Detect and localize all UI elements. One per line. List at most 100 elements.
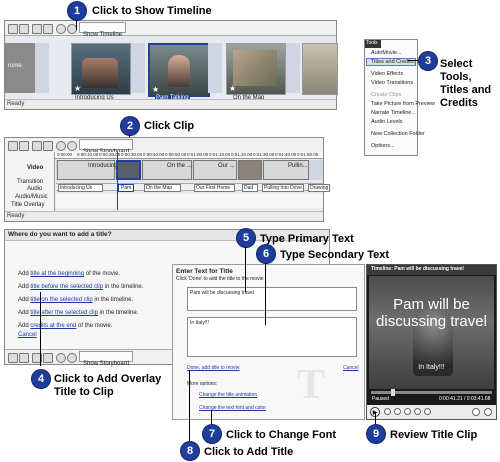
- preview-time: 0:00:41.21 / 0:03:41.68: [439, 396, 491, 402]
- preview-person: [413, 306, 453, 376]
- ruler-tick: 0:00:50.00: [165, 152, 187, 157]
- show-icon[interactable]: [8, 141, 18, 151]
- play-icon[interactable]: [67, 353, 77, 363]
- link-title-beginning[interactable]: title at the beginning: [30, 271, 85, 277]
- zoom-in-icon[interactable]: [32, 353, 42, 363]
- snapshot-icon[interactable]: [484, 408, 492, 416]
- zoom-out-icon[interactable]: [43, 353, 53, 363]
- status-bar: Ready: [5, 99, 336, 109]
- change-animation-link[interactable]: Change the title animation: [199, 392, 258, 398]
- ruler-tick: 0:01:50.00: [297, 152, 319, 157]
- preview-seek-bar[interactable]: [371, 389, 492, 396]
- title-option-on: Add title on the selected clip in the ti…: [18, 288, 133, 306]
- callout-text-3-line4: Credits: [440, 97, 478, 109]
- pin-icon[interactable]: [19, 24, 29, 34]
- show-icon[interactable]: [8, 353, 18, 363]
- pin-icon[interactable]: [19, 141, 29, 151]
- preview-video: Pam will be discussing travel In Italy!!…: [369, 276, 494, 389]
- menu-item-new-collection-folder[interactable]: New Collection Folder: [371, 131, 425, 137]
- option-prefix: Add: [18, 310, 31, 316]
- seek-thumb[interactable]: [391, 389, 395, 396]
- done-add-title-link[interactable]: Done, add title to movie: [187, 365, 240, 371]
- clip-on-the-map[interactable]: ★: [226, 43, 286, 95]
- menu-item-automovie[interactable]: AutoMovie...: [371, 50, 402, 56]
- audio-clip[interactable]: Our First Home: [194, 184, 236, 192]
- link-title-on-clip[interactable]: title on the selected clip: [30, 297, 93, 303]
- menu-item-narrate-timeline[interactable]: Narrate Timeline...: [371, 110, 416, 116]
- leader-line-9: [375, 412, 376, 426]
- tools-menu-title[interactable]: Tools: [365, 40, 381, 48]
- cancel-link[interactable]: Cancel: [18, 332, 37, 338]
- timeline-video-clip[interactable]: [238, 160, 262, 180]
- transition-slot[interactable]: [131, 43, 145, 93]
- menu-item-options[interactable]: Options...: [371, 143, 395, 149]
- menu-item-take-picture[interactable]: Take Picture from Preview: [371, 101, 435, 107]
- menu-item-audio-levels[interactable]: Audio Levels: [371, 119, 403, 125]
- title-option-before: Add title before the selected clip in th…: [18, 275, 143, 293]
- back-icon[interactable]: [394, 408, 401, 415]
- transition-slot[interactable]: [286, 43, 300, 93]
- play-icon[interactable]: [67, 141, 77, 151]
- clip-photo: [82, 58, 118, 88]
- audio-clip[interactable]: Drawing: [308, 184, 331, 192]
- clip-label-selected: Pam Talking: [155, 95, 190, 101]
- rewind-icon[interactable]: [56, 24, 66, 34]
- timeline-video-clip[interactable]: Pullin...: [263, 160, 309, 180]
- more-options-label: More options:: [187, 381, 218, 387]
- zoom-out-icon[interactable]: [43, 141, 53, 151]
- menu-item-video-transitions[interactable]: Video Transitions: [371, 80, 414, 86]
- prev-frame-icon[interactable]: [414, 408, 421, 415]
- audio-clip[interactable]: On the Map: [144, 184, 182, 192]
- fullscreen-icon[interactable]: [472, 408, 480, 416]
- status-bar: Ready: [5, 211, 323, 221]
- next-frame-icon[interactable]: [424, 408, 431, 415]
- timeline-video-clip-selected[interactable]: [116, 160, 141, 180]
- rewind-icon[interactable]: [56, 353, 66, 363]
- star-icon: ★: [74, 84, 82, 93]
- clip-introducing-us[interactable]: ★: [71, 43, 131, 95]
- timeline-video-clip[interactable]: Introducing...: [57, 160, 123, 180]
- callout-number-7: 7: [203, 425, 221, 443]
- show-storyboard-button[interactable]: Show Storyboard: [79, 351, 134, 367]
- track-label-video[interactable]: Video: [27, 165, 44, 171]
- timeline-video-clip[interactable]: On the ...: [142, 160, 192, 180]
- zoom-out-icon[interactable]: [43, 24, 53, 34]
- preview-controls: ▶: [367, 405, 496, 419]
- zoom-in-icon[interactable]: [32, 141, 42, 151]
- show-storyboard-button[interactable]: Show Storyboard: [79, 139, 134, 155]
- forward-icon[interactable]: [404, 408, 411, 415]
- cancel-link[interactable]: Cancel: [343, 365, 359, 371]
- link-credits-end[interactable]: credits at the end: [30, 323, 77, 329]
- audio-clip[interactable]: Introducing Us: [58, 184, 104, 192]
- audio-clip[interactable]: Dad: [242, 184, 259, 192]
- show-timeline-label: Show Timeline: [83, 32, 123, 38]
- primary-text-input[interactable]: Pam will be discussing travel: [187, 287, 357, 311]
- change-font-link[interactable]: Change the text font and color: [199, 405, 266, 411]
- timeline-video-clip[interactable]: Our ...: [193, 160, 237, 180]
- zoom-in-icon[interactable]: [32, 24, 42, 34]
- clip-pam-talking[interactable]: ★: [148, 43, 210, 97]
- title-where-header: Where do you want to add a title?: [5, 230, 329, 241]
- menu-item-titles-credits-highlight[interactable]: Titles and Credits...: [366, 58, 418, 66]
- clip-next[interactable]: [302, 43, 338, 95]
- stop-icon[interactable]: [384, 408, 391, 415]
- show-icon[interactable]: [8, 24, 18, 34]
- pin-icon[interactable]: [19, 353, 29, 363]
- playhead[interactable]: [117, 152, 118, 210]
- menu-item-video-effects[interactable]: Video Effects: [371, 71, 404, 77]
- secondary-text-input[interactable]: In Italy!!!: [187, 317, 357, 357]
- transition-slot[interactable]: [35, 43, 49, 93]
- option-suffix: in the timeline.: [103, 284, 144, 290]
- audio-clip[interactable]: Pulling Into Drive: [262, 184, 304, 192]
- transition-slot[interactable]: [208, 43, 222, 93]
- callout-text-8: Click to Add Title: [204, 446, 294, 458]
- rewind-icon[interactable]: [56, 141, 66, 151]
- audio-clip[interactable]: Pam: [118, 184, 135, 192]
- show-timeline-button[interactable]: Show Timeline: [79, 22, 127, 38]
- leader-line-8: [189, 370, 190, 443]
- callout-text-1: Click to Show Timeline: [92, 5, 212, 17]
- link-title-before-clip[interactable]: title before the selected clip: [30, 284, 104, 290]
- link-title-after-clip[interactable]: title after the selected clip: [30, 310, 99, 316]
- menu-item-create-clips[interactable]: Create Clips: [371, 92, 402, 98]
- home-clip[interactable]: rome: [5, 43, 35, 93]
